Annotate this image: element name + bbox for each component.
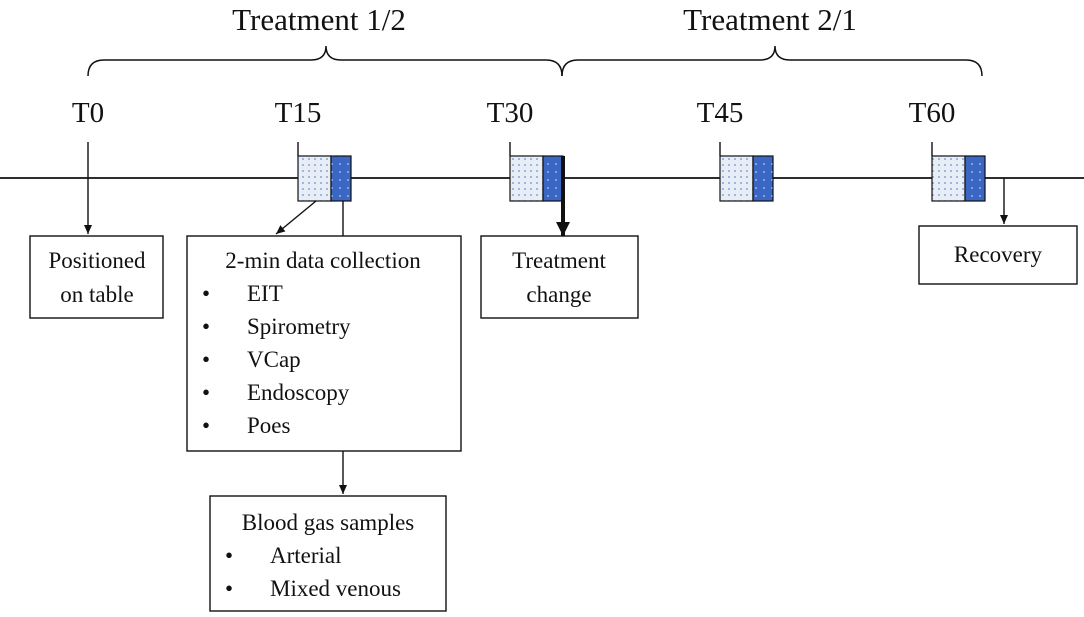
bullet-marker: • <box>202 347 210 372</box>
timepoint-label-t45: T45 <box>697 97 744 129</box>
bullet-marker: • <box>202 281 210 306</box>
phase-label-1: Treatment 1/2 <box>232 2 406 37</box>
bullet-marker: • <box>202 380 210 405</box>
bullet-eit: EIT <box>247 281 283 306</box>
data-collection-box: 2-min data collection • EIT • Spirometry… <box>186 235 462 452</box>
bullet-vcap: VCap <box>247 347 301 372</box>
timepoint-label-t30: T30 <box>487 97 534 129</box>
phase-label-2: Treatment 2/1 <box>683 2 857 37</box>
collection-block-t60 <box>931 155 986 202</box>
bullet-marker: • <box>202 314 210 339</box>
timepoint-label-t0: T0 <box>72 97 104 129</box>
collection-block-t45 <box>719 155 774 202</box>
bullet-spirometry: Spirometry <box>247 314 351 339</box>
bullet-marker: • <box>225 576 233 601</box>
positioned-box: Positioned on table <box>29 235 164 319</box>
data-collection-title: 2-min data collection <box>225 248 421 273</box>
bullet-arterial: Arterial <box>270 543 342 568</box>
timepoint-label-t15: T15 <box>275 97 322 129</box>
collection-block-t30 <box>509 155 564 202</box>
bullet-marker: • <box>202 413 210 438</box>
bullet-mixed-venous: Mixed venous <box>270 576 401 601</box>
timepoint-label-t60: T60 <box>909 97 956 129</box>
treatment-change-box: Treatment change <box>480 235 639 319</box>
bullet-poes: Poes <box>247 413 291 438</box>
bullet-endoscopy: Endoscopy <box>247 380 350 405</box>
blood-gas-box: Blood gas samples • Arterial • Mixed ven… <box>209 495 447 612</box>
treatment-change-line-1: Treatment <box>512 248 606 273</box>
blood-gas-title: Blood gas samples <box>242 510 415 535</box>
recovery-label: Recovery <box>954 242 1043 267</box>
arrow-to-data-collection <box>275 200 317 235</box>
treatment-change-line-2: change <box>526 282 591 307</box>
collection-block-t15 <box>297 155 352 202</box>
recovery-box: Recovery <box>918 225 1078 285</box>
positioned-line-1: Positioned <box>48 248 146 273</box>
positioned-line-2: on table <box>60 282 133 307</box>
phase-brace-1 <box>87 45 563 77</box>
bullet-marker: • <box>225 543 233 568</box>
phase-brace-2 <box>561 45 983 77</box>
